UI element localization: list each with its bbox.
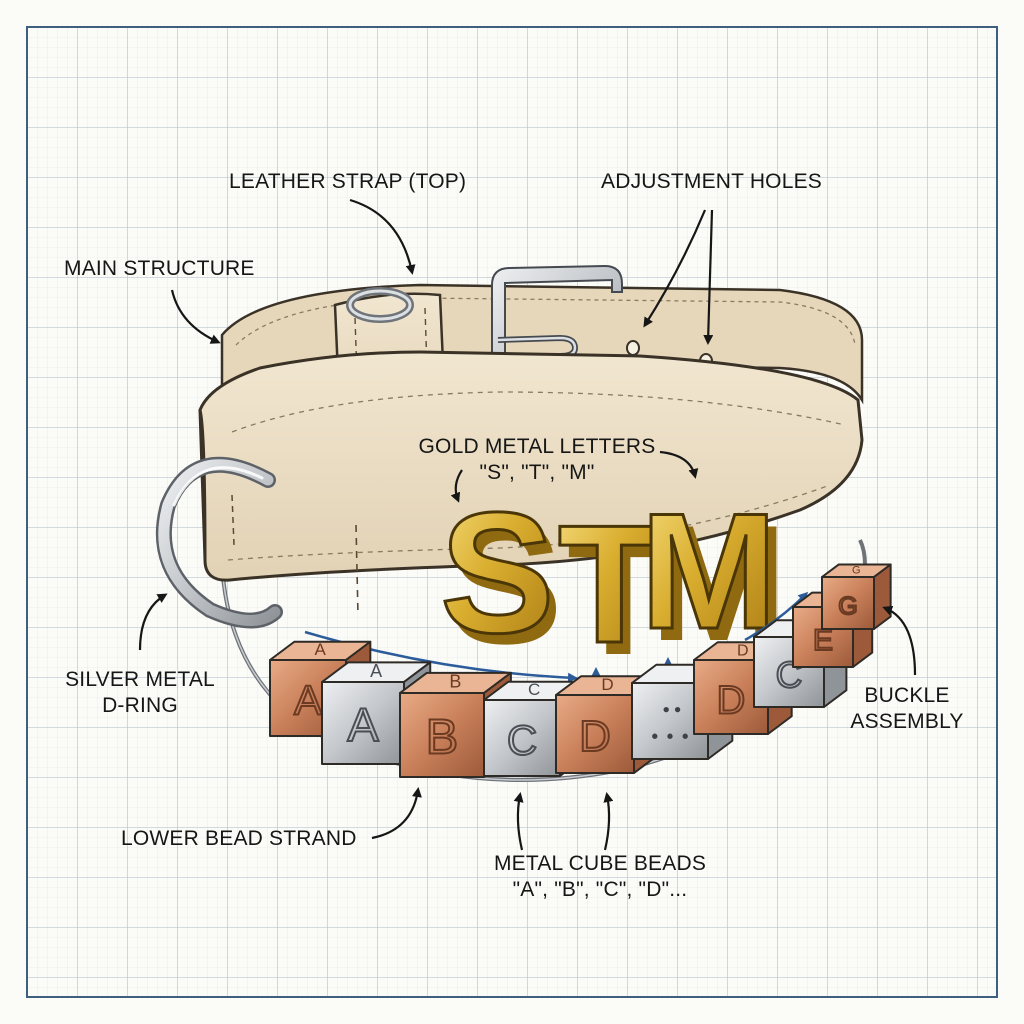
- bead-letter: D: [579, 712, 611, 761]
- callout-arrow-adjustment-hole: [643, 209, 707, 328]
- bead-letter-top: D: [601, 675, 613, 694]
- cube-bead-strand: AAAABBCCDDDDCCEEGG: [269, 563, 892, 778]
- callout-arrow-cube-bead: [513, 792, 524, 851]
- bead-dot: [667, 733, 673, 739]
- callout-arrow-gold-letters: [659, 450, 699, 479]
- callout-arrow-main-structure: [170, 289, 221, 344]
- label-adjustment-holes: ADJUSTMENT HOLES: [601, 170, 823, 193]
- gold-letters: S S T T M M: [439, 476, 788, 691]
- cube-bead: GG: [821, 563, 892, 630]
- bead-letter-top: B: [449, 672, 461, 692]
- flow-arrow: [744, 591, 809, 642]
- callout-arrows: [138, 198, 917, 851]
- label-gold-letters: GOLD METAL LETTERS "S", "T", "M": [418, 435, 656, 484]
- bead-letter: E: [813, 624, 833, 657]
- letter-shadow: T: [567, 502, 670, 690]
- bead-letter-top: A: [314, 640, 326, 659]
- bead-letter-top: D: [737, 642, 749, 659]
- callout-arrow-lower-strand: [371, 787, 422, 840]
- collar-front-band: [198, 350, 864, 616]
- label-main-structure: MAIN STRUCTURE: [64, 257, 255, 280]
- bead-dot: [682, 733, 688, 739]
- label-cube-beads: METAL CUBE BEADS "A", "B", "C", "D"...: [493, 852, 707, 901]
- adjustment-hole: [626, 340, 640, 356]
- bead-letter-top: G: [852, 565, 861, 577]
- bead-letter: A: [294, 677, 322, 724]
- label-lower-strand: LOWER BEAD STRAND: [121, 827, 357, 850]
- bead-letter: B: [426, 710, 459, 764]
- gold-letter-s: S: [440, 477, 555, 669]
- callout-arrow-buckle: [882, 605, 917, 676]
- label-buckle-assembly: BUCKLE ASSEMBLY: [850, 684, 964, 733]
- bead-letter: C: [507, 717, 537, 764]
- label-leather-strap: LEATHER STRAP (TOP): [229, 170, 467, 193]
- gold-letter-m: M: [640, 479, 777, 663]
- bead-letter-top: C: [528, 680, 540, 699]
- callout-arrow-leather-strap: [349, 198, 416, 275]
- bead-letter: A: [347, 698, 379, 751]
- callout-arrow-d-ring: [138, 593, 168, 651]
- bead-dot: [663, 706, 669, 713]
- bead-letter: D: [717, 678, 746, 722]
- letter-shadow: S: [448, 488, 563, 680]
- bead-dot: [674, 706, 681, 713]
- callout-arrow-cube-bead: [603, 792, 614, 851]
- bead-letter: G: [838, 592, 857, 620]
- callout-arrow-adjustment-hole: [703, 209, 714, 345]
- callout-arrow-gold-letters: [450, 469, 463, 503]
- bead-dot: [652, 733, 658, 739]
- label-d-ring: SILVER METAL D-RING: [65, 668, 215, 717]
- gold-letter-t: T: [558, 490, 661, 678]
- bead-letter-top: A: [370, 661, 382, 681]
- silver-d-ring: [155, 456, 283, 629]
